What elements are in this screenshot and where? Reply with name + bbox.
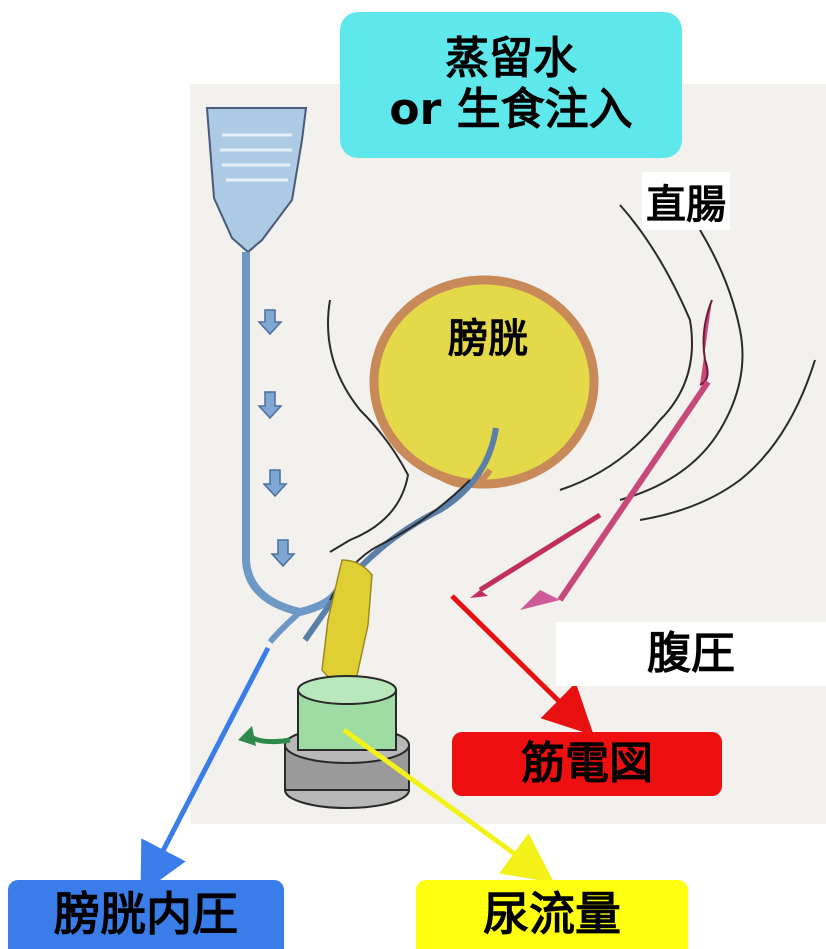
infusion-label-line2: or 生食注入 [389,84,633,135]
emg-label: 筋電図 [452,732,722,796]
urine-stream [321,559,373,691]
uroflow-label: 尿流量 [416,880,688,949]
infusion-bag [205,107,308,254]
bladder-label: 膀胱 [448,316,528,362]
rectal-catheter [520,299,713,610]
bladder-pressure-label: 膀胱内圧 [8,880,284,949]
rectum-label: 直腸 [642,172,730,230]
abdominal-pressure-label: 腹圧 [556,622,826,686]
uroflow-arrow [342,727,555,883]
uroflowmeter [284,675,410,809]
pelvic-outline [327,299,410,553]
bladder-pressure-arrow [140,646,271,895]
infusion-tube [242,252,342,617]
bladder [369,275,599,489]
infusion-label: 蒸留水 or 生食注入 [340,12,682,158]
abdominal-arrow [478,512,602,593]
flow-arrows [257,309,296,568]
infusion-label-line1: 蒸留水 [445,33,577,85]
emg-arrow [450,594,594,736]
